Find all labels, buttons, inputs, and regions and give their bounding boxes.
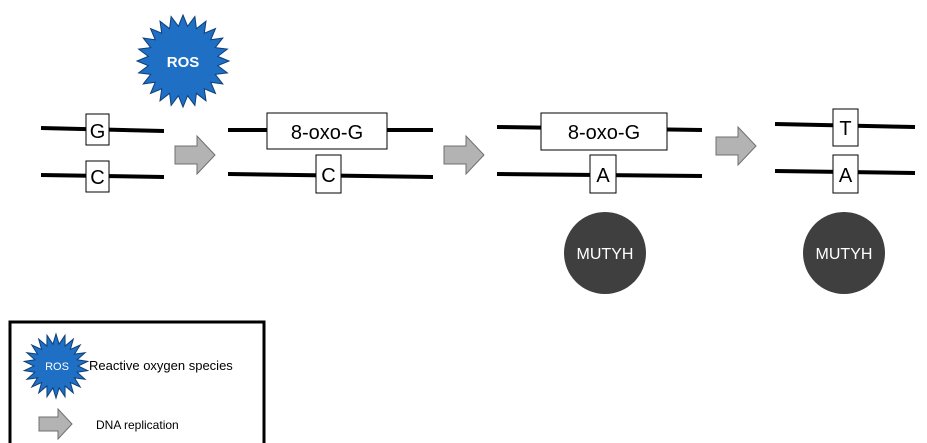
legend-arrow-description: DNA replication: [96, 418, 179, 432]
stage-4-enzyme: MUTYH: [803, 212, 885, 294]
replication-arrow-2: [443, 134, 485, 176]
replication-arrow-3: [715, 125, 757, 167]
stage-1-duplex: G C: [40, 113, 165, 193]
ros-burst: ROS: [135, 13, 231, 109]
ros-burst-shape: [135, 13, 231, 109]
stage-4-top-base: T: [839, 118, 851, 140]
ros-burst-label: ROS: [167, 54, 200, 71]
stage-1-bottom-base-box: [85, 160, 110, 193]
stage-4-bottom-base: A: [839, 165, 853, 187]
stage-3-bottom-base: A: [596, 165, 610, 187]
legend: ROS Reactive oxygen species DNA replicat…: [8, 320, 266, 443]
legend-ros-burst-shape: [22, 332, 90, 400]
stage-2-bottom-base-box: [315, 154, 342, 194]
stage-3-bottom-base-box: [589, 154, 617, 194]
stage-1-top-base-box: [85, 113, 110, 146]
stage-3-top-base-box: [540, 112, 668, 151]
mutyh-enzyme-circle: [803, 212, 885, 294]
mutyh-enzyme-circle: [564, 212, 646, 294]
stage-1-top-base: G: [90, 121, 106, 143]
stage-3-duplex: 8-oxo-G A: [496, 112, 703, 194]
stage-1-bottom-base: C: [90, 167, 104, 189]
legend-ros-burst-label: ROS: [45, 361, 69, 373]
legend-ros-description: Reactive oxygen species: [89, 358, 233, 373]
stage-2-top-base-box: [266, 112, 388, 150]
stage-3-enzyme: MUTYH: [564, 212, 646, 294]
replication-arrow-1: [174, 134, 216, 176]
legend-arrow-icon: [38, 407, 73, 441]
stage-2-duplex: 8-oxo-G C: [227, 112, 434, 194]
stage-2-top-base: 8-oxo-G: [291, 122, 363, 144]
stage-4-bottom-base-box: [832, 154, 859, 194]
stage-2-bottom-base: C: [321, 165, 335, 187]
mutyh-enzyme-label: MUTYH: [577, 246, 634, 263]
mutyh-enzyme-label: MUTYH: [816, 246, 873, 263]
stage-4-duplex: T A: [774, 108, 916, 194]
stage-3-top-base: 8-oxo-G: [568, 122, 640, 144]
stage-4-top-base-box: [832, 108, 859, 147]
